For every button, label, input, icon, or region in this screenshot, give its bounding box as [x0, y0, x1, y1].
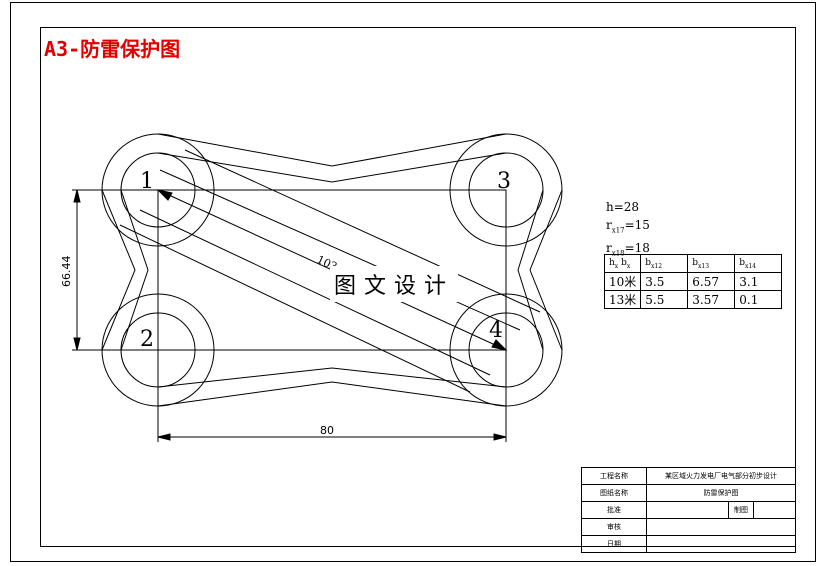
parameter-list: h=28 rx17=15 rx18=18 — [606, 198, 650, 263]
dimension-width: 80 — [320, 424, 334, 437]
lower-envelope-outer — [157, 381, 507, 407]
title-block: 工程名称 某区域火力发电厂电气部分初步设计 图纸名称 防雷保护图 批准 制图 审… — [581, 467, 796, 553]
upper-envelope-outer — [157, 133, 507, 167]
project-label: 工程名称 — [581, 467, 647, 485]
right-envelope-outer — [529, 189, 563, 351]
right-envelope-inner — [517, 189, 544, 351]
dimension-height: 66.44 — [60, 255, 73, 288]
diagonal-arrow-start — [156, 189, 173, 201]
date-label: 日期 — [581, 535, 647, 553]
inner-frame — [40, 27, 796, 547]
drawing-name-value: 防雷保护图 — [646, 484, 796, 502]
table-col-bx13: bx13 — [687, 254, 736, 273]
param-r1: rx17=15 — [606, 218, 650, 235]
layout-rectangle — [157, 189, 507, 351]
review-label: 审核 — [581, 518, 647, 536]
watermark-text: 图文设计 — [330, 266, 459, 302]
rod-label-3: 3 — [497, 169, 511, 194]
lower-envelope-inner — [157, 367, 507, 388]
table-col-bx14: bx14 — [734, 254, 783, 273]
left-envelope-inner — [120, 189, 149, 351]
table-header-row: hx bx bx12 bx13 bx14 — [603, 254, 783, 273]
draw-label: 制图 — [728, 501, 754, 519]
protection-width-table: hx bx bx12 bx13 bx14 10米 3.5 6.57 3.1 13… — [603, 254, 783, 309]
diagonal-outer-a — [184, 149, 541, 313]
approve-label: 批准 — [581, 501, 647, 519]
rod-label-2: 2 — [140, 327, 154, 352]
upper-envelope-inner — [157, 152, 507, 183]
drawing-name-label: 图纸名称 — [581, 484, 647, 502]
table-row: 13米 5.5 3.57 0.1 — [603, 290, 783, 309]
project-value: 某区域火力发电厂电气部分初步设计 — [646, 467, 796, 485]
rod-label-4: 4 — [489, 318, 503, 343]
outer-frame — [10, 2, 816, 562]
table-row: 10米 3.5 6.57 3.1 — [603, 272, 783, 291]
table-corner-cell: hx bx — [603, 254, 642, 273]
diagonal-outer-b — [119, 224, 471, 393]
drawing-title: A3-防雷保护图 — [44, 37, 181, 61]
param-r2: rx18=18 — [606, 241, 650, 258]
table-col-bx12: bx12 — [640, 254, 689, 273]
diagonal-inner-a — [159, 169, 521, 331]
left-envelope-outer — [101, 189, 136, 351]
diagonal-arrow-end — [491, 339, 508, 351]
rod-label-1: 1 — [140, 169, 154, 194]
diagonal-inner-b — [139, 209, 491, 376]
param-h: h=28 — [606, 200, 640, 214]
